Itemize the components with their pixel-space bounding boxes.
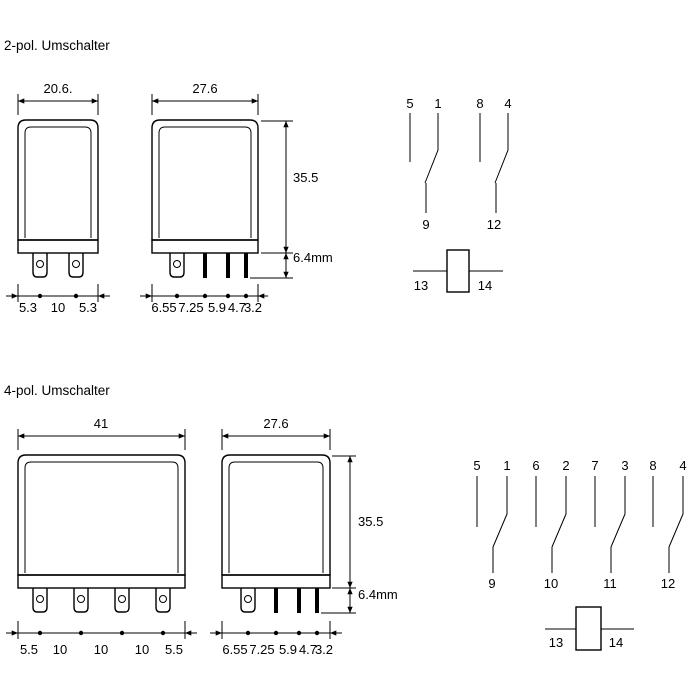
dimension-label: 5.3 (79, 300, 97, 315)
coil-pin-label: 14 (478, 278, 492, 293)
section-title: 2-pol. Umschalter (4, 38, 110, 53)
contact-label: 9 (488, 576, 495, 591)
contact-label: 1 (434, 96, 441, 111)
contact-label: 4 (504, 96, 511, 111)
side-view-4pol: 27.6 35.5 6.4mm (210, 416, 398, 657)
lug-hole (173, 260, 181, 268)
dimension-label: 10 (135, 642, 149, 657)
dimension-label: 7.25 (249, 642, 274, 657)
dimension-label: 35.5 (358, 514, 383, 529)
width-dimension: 41 (17, 416, 186, 450)
relay-base (17, 574, 186, 589)
dimension-label: 5.5 (165, 642, 183, 657)
section-title: 4-pol. Umschalter (4, 383, 110, 398)
contact-label: 5 (406, 96, 413, 111)
contact-label: 2 (562, 458, 569, 473)
dimension-label: 10 (53, 642, 67, 657)
width-dimension: 27.6 (221, 416, 331, 450)
coil-symbol: 13 14 (413, 249, 503, 293)
front-view-2pol: 20.6. 5.3 10 5.3 (6, 81, 110, 315)
dimension-label: 27.6 (263, 416, 288, 431)
dimension-label: 6.55 (222, 642, 247, 657)
dimension-label: 6.4mm (293, 250, 333, 265)
coil-pin-label: 13 (414, 278, 428, 293)
contact-label: 1 (503, 458, 510, 473)
width-dimension: 20.6. (17, 81, 99, 115)
case-inner-line (228, 461, 324, 573)
circuit-4pol: 5 1 6 2 7 3 8 4 9 10 (473, 458, 687, 651)
mounting-lug (169, 253, 185, 278)
case-inner-line (158, 126, 252, 238)
section-2pol: 2-pol. Umschalter 20.6. (4, 38, 512, 315)
contact-label: 3 (621, 458, 628, 473)
dimension-label: 5.9 (279, 642, 297, 657)
solder-pins (274, 588, 319, 613)
dimension-label: 20.6. (44, 81, 73, 96)
dimension-label: 5.3 (19, 300, 37, 315)
pin-spacing-dimension: 6.55 7.25 5.9 4.7 3.2 (210, 621, 342, 657)
pin-spacing-dimension: 6.55 7.25 5.9 4.7 3.2 (140, 284, 268, 315)
dimension-label: 41 (94, 416, 108, 431)
contact-label: 12 (487, 217, 501, 232)
contact-label: 4 (679, 458, 686, 473)
circuit-2pol: 5 1 8 4 9 12 13 14 (406, 96, 511, 293)
relay-case (17, 454, 186, 576)
side-view-2pol: 27.6 35.5 6.4mm (140, 81, 333, 315)
contact-label: 10 (544, 576, 558, 591)
dimension-label: 35.5 (293, 170, 318, 185)
contact-label: 5 (473, 458, 480, 473)
height-dimension: 35.5 6.4mm (321, 455, 398, 614)
coil-symbol: 13 14 (545, 606, 634, 651)
dimension-label: 5.9 (208, 300, 226, 315)
dimension-label: 10 (51, 300, 65, 315)
mounting-lugs (32, 253, 84, 278)
contact-label: 12 (661, 576, 675, 591)
solder-pins (203, 253, 248, 278)
case-inner-line (24, 126, 92, 238)
contact-label: 9 (422, 217, 429, 232)
dimension-label: 7.25 (178, 300, 203, 315)
coil-pin-label: 13 (549, 635, 563, 650)
mounting-lugs (32, 588, 171, 613)
changeover-contact-1 (476, 476, 508, 573)
mounting-lug (240, 588, 256, 613)
relay-base (151, 239, 259, 254)
case-inner-line (24, 461, 179, 573)
contact-label: 6 (532, 458, 539, 473)
dimension-label: 6.4mm (358, 587, 398, 602)
changeover-contact-4 (652, 476, 684, 573)
section-4pol: 4-pol. Umschalter 41 (4, 383, 687, 657)
dimension-label: 3.2 (315, 642, 333, 657)
dimension-label: 10 (94, 642, 108, 657)
relay-case (17, 119, 99, 241)
lug-hole (244, 595, 252, 603)
relay-base (17, 239, 99, 254)
dimension-label: 4.7 (228, 300, 246, 315)
pin-spacing-dimension: 5.5 10 10 10 5.5 (6, 621, 197, 657)
dimension-label: 6.55 (151, 300, 176, 315)
dimension-label: 5.5 (20, 642, 38, 657)
width-dimension: 27.6 (151, 81, 259, 115)
changeover-contact-3 (594, 476, 626, 573)
dimension-label: 4.7 (299, 642, 317, 657)
changeover-contact-1 (409, 113, 439, 213)
height-dimension: 35.5 6.4mm (250, 120, 333, 279)
relay-case (151, 119, 259, 241)
changeover-contact-2 (479, 113, 509, 213)
relay-base (221, 574, 331, 589)
contact-label: 8 (649, 458, 656, 473)
relay-case (221, 454, 331, 576)
contact-label: 8 (476, 96, 483, 111)
contact-label: 11 (603, 576, 617, 591)
coil-pin-label: 14 (609, 635, 623, 650)
contact-label: 7 (591, 458, 598, 473)
dimension-label: 3.2 (244, 300, 262, 315)
dimension-label: 27.6 (192, 81, 217, 96)
changeover-contact-2 (535, 476, 567, 573)
pin-spacing-dimension: 5.3 10 5.3 (6, 284, 110, 315)
front-view-4pol: 41 (6, 416, 197, 657)
